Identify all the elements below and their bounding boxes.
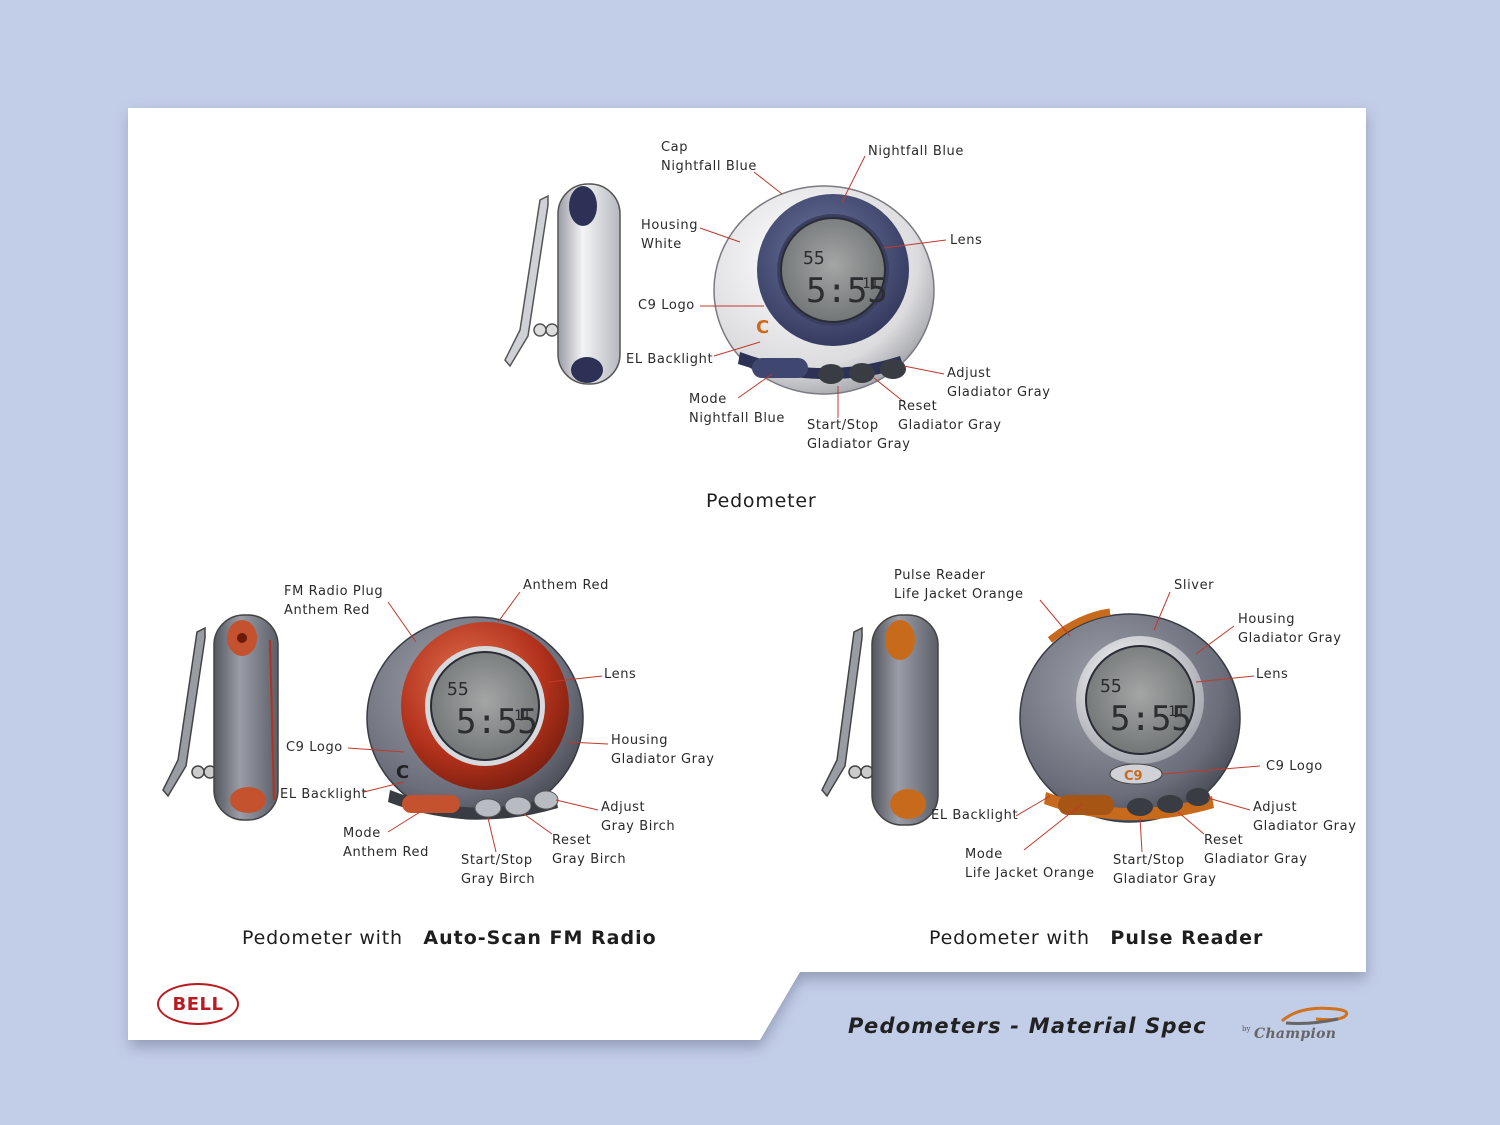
pulse-reader-leader-lines [1015, 591, 1261, 853]
lcd-sub: 11 [514, 708, 531, 724]
lcd-time: 5:55 [456, 702, 538, 742]
lcd-top-digits: 55 [803, 248, 825, 269]
lcd-sub: 11 [1168, 704, 1185, 720]
label-ring-color: Nightfall Blue [868, 144, 964, 159]
pedometer-side-view [504, 183, 621, 385]
caption-fm-radio: Pedometer with Auto-Scan FM Radio [242, 927, 657, 949]
caption-pedometer: Pedometer [706, 490, 817, 512]
champion-logo: by Champion [1240, 1003, 1370, 1047]
label-el-backlight: EL Backlight [280, 787, 368, 802]
lcd-top-digits: 55 [447, 679, 469, 700]
lcd-time: 5:55 [1110, 699, 1192, 739]
c9-logo-icon: C [396, 762, 409, 783]
label-el-backlight: EL Backlight [626, 352, 714, 367]
label-ring-color: Anthem Red [523, 578, 609, 593]
fm-radio-leader-lines [347, 591, 609, 853]
label-lens: Lens [1256, 667, 1289, 682]
label-sliver: Sliver [1174, 578, 1215, 593]
lcd-top-digits: 55 [1100, 676, 1122, 697]
label-lens: Lens [950, 233, 983, 248]
fm-radio-side-view [162, 614, 279, 821]
c9-logo-icon: C [756, 317, 769, 338]
pedometer-leader-lines [699, 155, 947, 418]
label-c9-logo: C9 Logo [1266, 759, 1323, 774]
caption-pulse-reader: Pedometer with Pulse Reader [929, 927, 1264, 949]
slide-title: Pedometers - Material Spec [848, 1014, 1207, 1038]
c9-logo-icon: C9 [1124, 769, 1143, 784]
pulse-reader-side-view [821, 614, 939, 826]
fm-radio-front-view: 55 5:55 11 C [366, 616, 584, 820]
lcd-sub: 11 [862, 276, 879, 292]
label-lens: Lens [604, 667, 637, 682]
pedometer-front-view: 55 5:55 11 C [713, 185, 935, 395]
pulse-reader-front-view: 55 5:55 11 C9 [1019, 608, 1241, 823]
label-c9-logo: C9 Logo [638, 298, 695, 313]
label-el-backlight: EL Backlight [931, 808, 1019, 823]
bell-logo: BELL [157, 983, 239, 1025]
c9-swoosh-icon [1281, 1006, 1349, 1025]
label-c9-logo: C9 Logo [286, 740, 343, 755]
lcd-time: 5:55 [806, 271, 888, 311]
